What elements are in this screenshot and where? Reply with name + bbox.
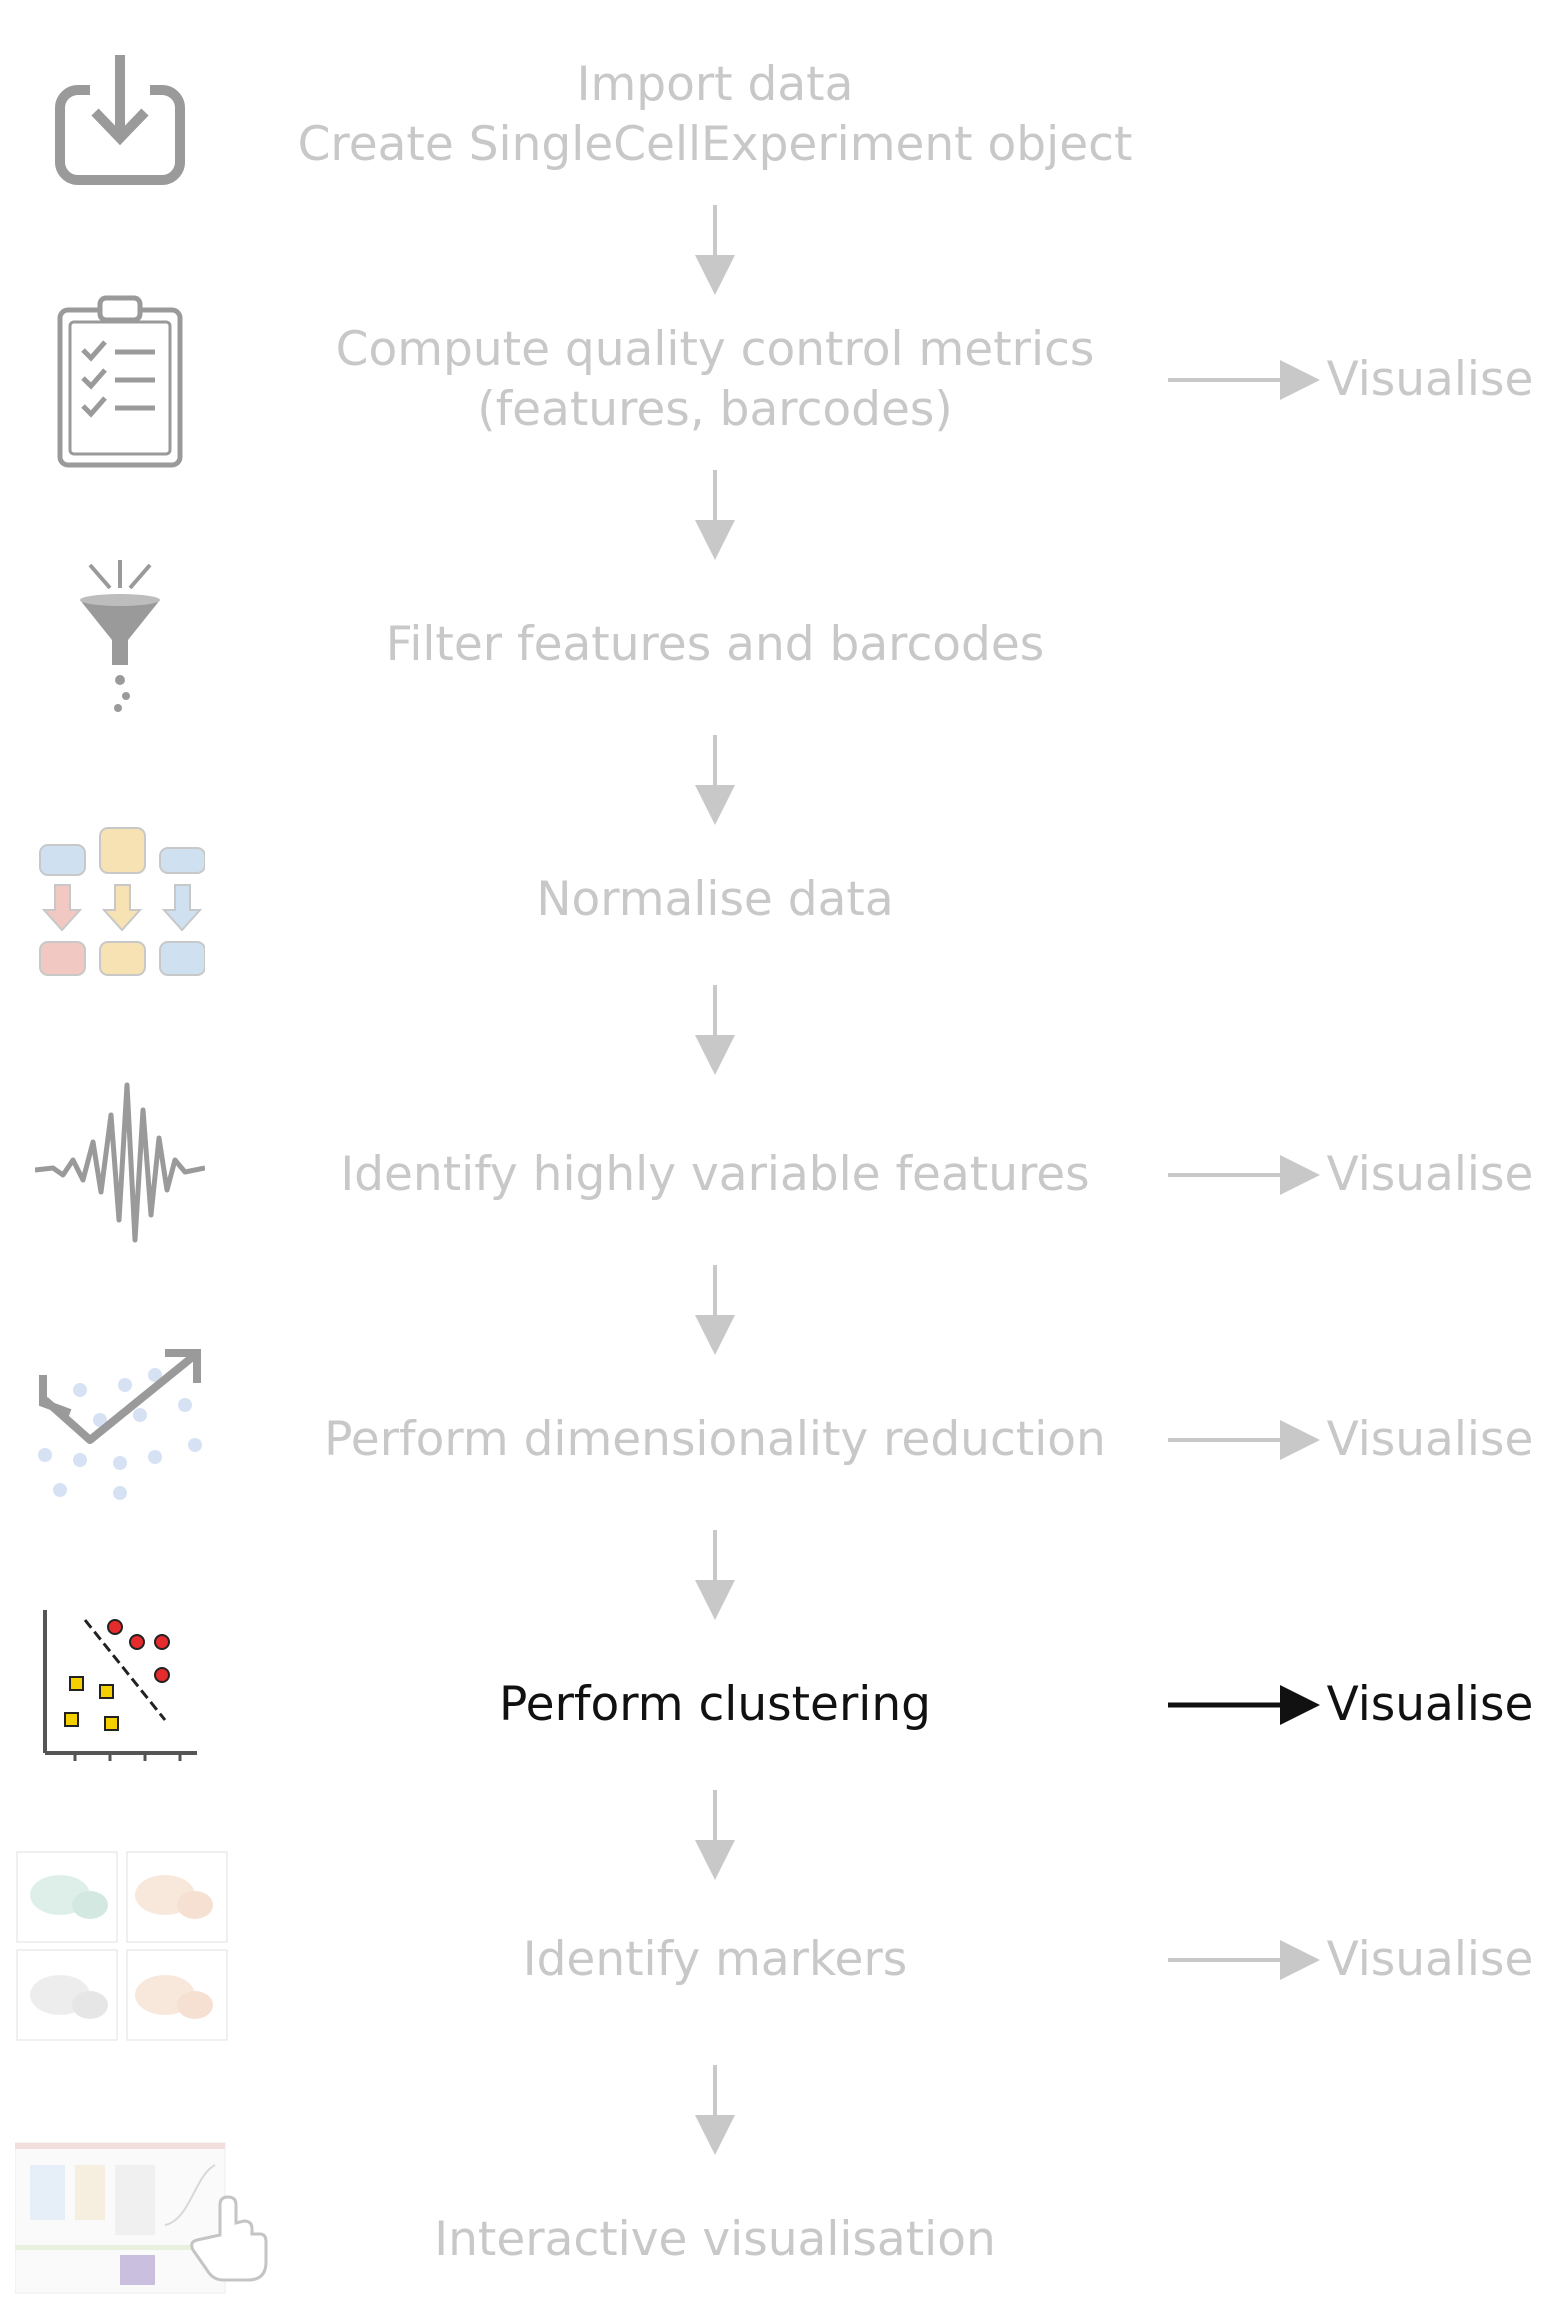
visualise-label-hvg: Visualise (1326, 1147, 1534, 1202)
step-label-interactive: Interactive visualisation (434, 2212, 996, 2267)
interactive-app-thumbnail (15, 2142, 268, 2294)
waveform-icon (35, 1082, 205, 1243)
clipboard-checklist-icon (57, 295, 183, 468)
side-arrow-head-dimred (1280, 1420, 1320, 1460)
visualise-label-dimred: Visualise (1326, 1412, 1534, 1467)
step-label-hvg: Identify highly variable features (340, 1147, 1090, 1202)
flow-arrow-head-4 (695, 1035, 735, 1075)
step-label-import: Import data Create SingleCellExperiment … (297, 57, 1133, 172)
side-arrow-head-cluster (1280, 1685, 1320, 1725)
flow-arrow-head-5 (695, 1315, 735, 1355)
import-icon (55, 55, 185, 185)
scatter-trend-icon (38, 1349, 202, 1500)
flow-arrow-head-2 (695, 520, 735, 560)
step-label-markers: Identify markers (522, 1932, 908, 1987)
flow-arrow-head-7 (695, 1840, 735, 1880)
step-label-filter: Filter features and barcodes (385, 617, 1045, 672)
cluster-plot-icon (43, 1610, 197, 1761)
flow-arrow-head-8 (695, 2115, 735, 2155)
side-arrow-head-markers (1280, 1940, 1320, 1980)
flow-arrow-head-3 (695, 785, 735, 825)
funnel-icon (80, 560, 160, 712)
step-label-normalise: Normalise data (536, 872, 894, 927)
marker-plots-thumbnail (16, 1851, 228, 2041)
side-arrow-head-hvg (1280, 1155, 1320, 1195)
database-normalise-icon (39, 827, 205, 976)
visualise-label-qc: Visualise (1326, 352, 1534, 407)
visualise-label-cluster: Visualise (1326, 1677, 1534, 1732)
step-label-qc: Compute quality control metrics (feature… (335, 322, 1095, 437)
flow-arrow-head-6 (695, 1580, 735, 1620)
side-arrow-head-qc (1280, 360, 1320, 400)
visualise-label-markers: Visualise (1326, 1932, 1534, 1987)
step-label-dimred: Perform dimensionality reduction (324, 1412, 1106, 1467)
flow-arrow-head-1 (695, 255, 735, 295)
step-label-cluster: Perform clustering (499, 1677, 931, 1732)
